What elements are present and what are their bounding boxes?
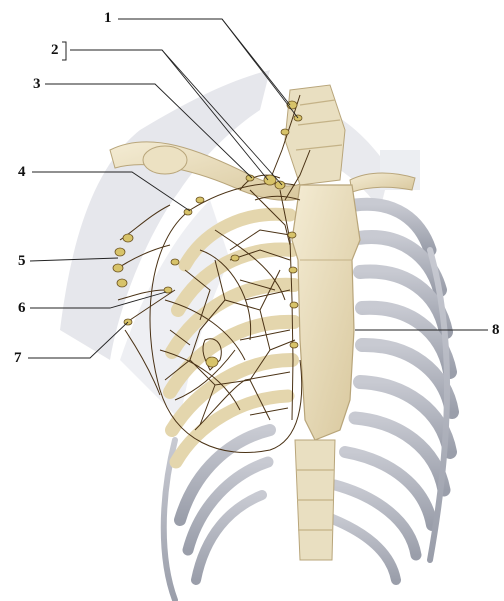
bracket-2 (62, 42, 66, 60)
label-8: 8 (492, 323, 500, 338)
label-7: 7 (14, 351, 22, 366)
label-3: 3 (33, 77, 41, 92)
label-2: 2 (51, 43, 59, 58)
thoracic-spine (295, 440, 335, 560)
label-1: 1 (104, 11, 112, 26)
cervical-spine (285, 85, 345, 185)
ribs-cream (170, 214, 294, 462)
label-6: 6 (18, 301, 26, 316)
label-5: 5 (18, 254, 26, 269)
sternum (292, 185, 360, 470)
label-4: 4 (18, 165, 26, 180)
